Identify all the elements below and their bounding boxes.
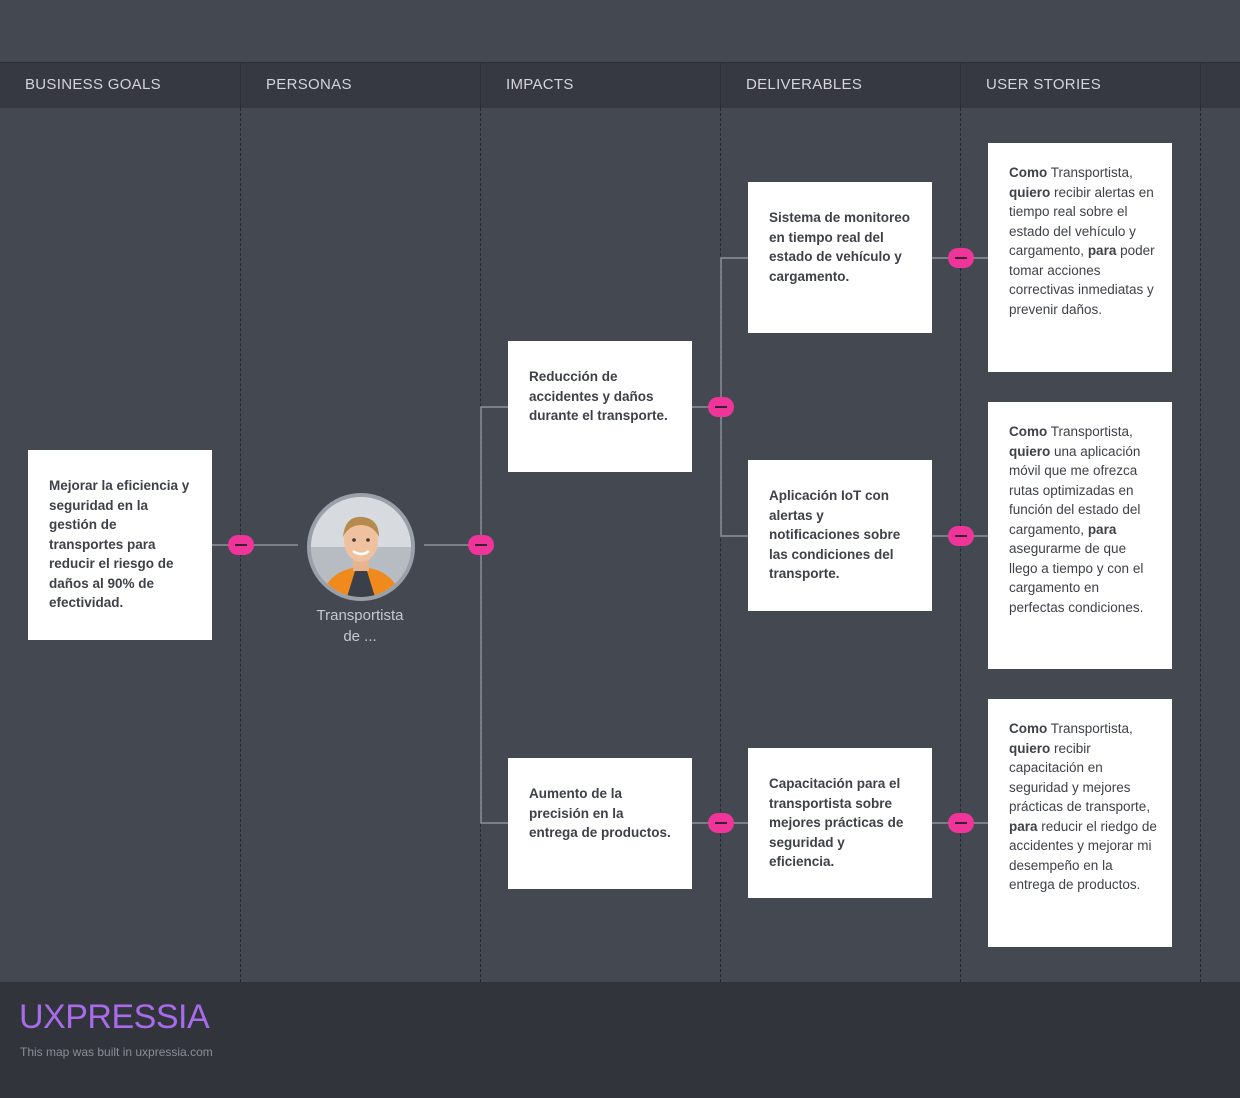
- persona-photo: [311, 497, 411, 597]
- story-benefit: reducir el riedgo de accidentes y mejora…: [1009, 818, 1157, 893]
- top-bar: [0, 0, 1240, 62]
- column-header-impacts[interactable]: IMPACTS: [481, 63, 721, 109]
- persona-name-line2: de ...: [343, 628, 377, 645]
- story-keyword-como: Como: [1009, 424, 1048, 439]
- story-keyword-para: para: [1087, 243, 1117, 258]
- impact-card[interactable]: Reducción de accidentes y daños durante …: [508, 341, 692, 472]
- column-divider: [1200, 108, 1201, 982]
- story-keyword-quiero: quiero: [1009, 443, 1051, 459]
- story-role: Transportista,: [1047, 424, 1133, 439]
- deliverable-card[interactable]: Aplicación IoT con alertas y notificacio…: [748, 460, 932, 611]
- user-story-card[interactable]: Como Transportista, quiero recibir capac…: [988, 699, 1172, 947]
- story-keyword-para: para: [1087, 521, 1117, 537]
- impact-card[interactable]: Aumento de la precisión en la entrega de…: [508, 758, 692, 889]
- collapse-toggle-goal[interactable]: [228, 535, 254, 555]
- user-story-card[interactable]: Como Transportista, quiero una aplicació…: [988, 402, 1172, 669]
- collapse-toggle-impact[interactable]: [708, 813, 734, 833]
- story-want: recibir alertas en tiempo real sobre el …: [1009, 184, 1154, 259]
- collapse-toggle-deliverable[interactable]: [948, 813, 974, 833]
- footer-note: This map was built in uxpressia.com: [20, 1045, 213, 1059]
- story-want: recibir capacitación en seguridad y mejo…: [1009, 740, 1151, 815]
- story-keyword-para: para: [1009, 818, 1038, 834]
- column-header-personas[interactable]: PERSONAS: [241, 63, 481, 109]
- column-header-business-goals[interactable]: BUSINESS GOALS: [0, 63, 241, 109]
- persona-avatar[interactable]: [307, 493, 415, 601]
- story-role: Transportista,: [1047, 165, 1133, 180]
- column-divider: [720, 108, 721, 982]
- deliverable-card[interactable]: Sistema de monitoreo en tiempo real del …: [748, 182, 932, 333]
- collapse-toggle-persona[interactable]: [468, 535, 494, 555]
- story-benefit: poder tomar acciones correctivas inmedia…: [1009, 243, 1155, 317]
- business-goal-card[interactable]: Mejorar la eficiencia y seguridad en la …: [28, 450, 212, 640]
- story-benefit: asegurarme de que llego a tiempo y con e…: [1009, 541, 1144, 615]
- story-keyword-quiero: quiero: [1009, 740, 1051, 756]
- deliverable-card[interactable]: Capacitación para el transportista sobre…: [748, 748, 932, 898]
- user-story-card[interactable]: Como Transportista, quiero recibir alert…: [988, 143, 1172, 372]
- impact-map-canvas: Mejorar la eficiencia y seguridad en la …: [0, 108, 1240, 982]
- collapse-toggle-impact[interactable]: [708, 397, 734, 417]
- story-keyword-quiero: quiero: [1009, 184, 1051, 200]
- column-header-row: BUSINESS GOALS PERSONAS IMPACTS DELIVERA…: [0, 62, 1240, 109]
- persona-name-line1: Transportista: [316, 607, 404, 624]
- collapse-toggle-deliverable[interactable]: [948, 526, 974, 546]
- footer: UXPRESSIA This map was built in uxpressi…: [0, 982, 1240, 1098]
- uxpressia-logo[interactable]: UXPRESSIA: [19, 998, 210, 1036]
- story-keyword-como: Como: [1009, 165, 1048, 180]
- story-keyword-como: Como: [1009, 721, 1048, 736]
- column-header-user-stories[interactable]: USER STORIES: [961, 63, 1201, 109]
- story-role: Transportista,: [1047, 721, 1133, 736]
- collapse-toggle-deliverable[interactable]: [948, 248, 974, 268]
- column-header-deliverables[interactable]: DELIVERABLES: [721, 63, 961, 109]
- story-want: una aplicación móvil que me ofrezca ruta…: [1009, 443, 1141, 537]
- persona-name[interactable]: Transportista de ...: [300, 605, 420, 647]
